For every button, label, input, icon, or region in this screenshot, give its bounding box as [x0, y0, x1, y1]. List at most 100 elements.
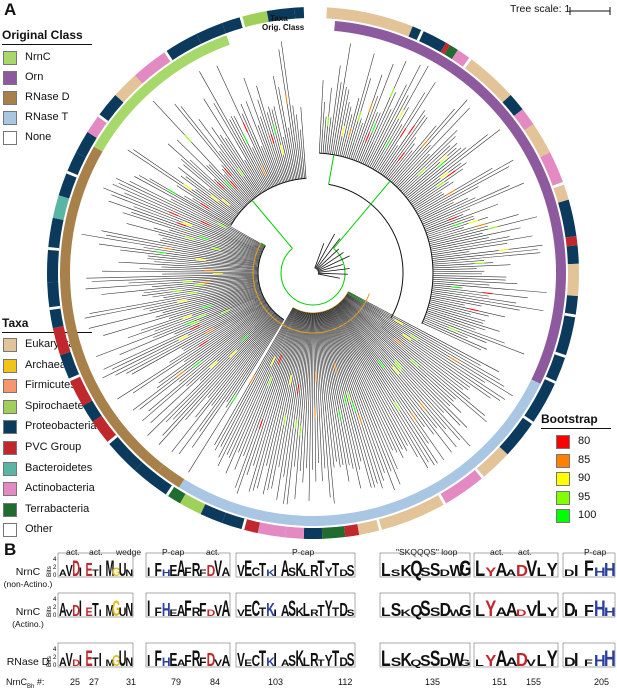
logo-letter: G: [459, 603, 471, 620]
logo-letter: S: [347, 609, 355, 618]
branch: [375, 156, 383, 170]
branch-tip: [82, 234, 173, 249]
logo-letter: S: [391, 655, 402, 669]
taxa-segment: [344, 524, 359, 537]
branch-tip: [244, 78, 264, 135]
position-135: 135: [425, 677, 440, 687]
bootstrap-branch: [201, 203, 209, 208]
branch-tip: [323, 102, 325, 129]
branch-tip: [325, 117, 326, 130]
bootstrap-branch: [342, 126, 344, 136]
logo-letter: S: [288, 565, 296, 579]
bootstrap-branch: [268, 377, 272, 386]
branch-tip: [212, 127, 231, 155]
branch-tip: [383, 124, 402, 156]
branch-tip: [492, 236, 533, 243]
bootstrap-branch: [176, 371, 184, 377]
bits-axis-label: Bits: [46, 655, 53, 667]
bootstrap-branch: [197, 314, 206, 318]
bits-axis-tick: 4: [53, 647, 57, 653]
bootstrap-branch: [190, 325, 199, 329]
branch: [321, 129, 323, 154]
branch: [422, 323, 446, 334]
logo-letter: I: [274, 563, 277, 580]
logo-letter: S: [288, 653, 296, 670]
bits-axis-tick: 4: [53, 557, 57, 563]
logo-letter: I: [99, 650, 102, 671]
logo-letter: H: [604, 648, 616, 672]
logo-letter: I: [147, 596, 150, 621]
bootstrap-branch: [232, 395, 237, 403]
bootstrap-branch: [179, 335, 188, 339]
taxa-segment: [565, 295, 578, 314]
branch: [175, 272, 258, 273]
branch: [433, 264, 475, 266]
branch-tip: [389, 389, 438, 464]
branch-tip: [420, 344, 505, 400]
logo-letter: E: [169, 562, 177, 580]
backbone-arc: [281, 248, 345, 305]
branch-tip: [151, 361, 218, 423]
bootstrap-branch: [300, 426, 301, 436]
branch-tip: [173, 351, 239, 420]
branch-tip: [465, 185, 510, 205]
branch-tip: [445, 209, 470, 219]
logo-letter: L: [381, 559, 391, 581]
logo-letter: L: [381, 605, 391, 619]
taxa-segment: [47, 250, 59, 282]
branch-tip: [458, 276, 507, 277]
phylogenetic-tree: [0, 0, 617, 540]
bootstrap-branch: [440, 156, 448, 163]
bootstrap-branch: [201, 221, 210, 225]
branch: [397, 173, 411, 187]
logo-letter: F: [584, 558, 594, 582]
position-79: 79: [171, 677, 181, 687]
branch-tip: [385, 345, 467, 427]
bootstrap-branch: [450, 357, 459, 362]
bootstrap-branch: [468, 220, 478, 223]
branch: [200, 173, 242, 210]
backbone-branch: [329, 155, 334, 185]
branch-tip: [346, 107, 351, 131]
branch-tip: [102, 271, 174, 272]
position-31: 31: [126, 677, 136, 687]
center-branch: [318, 273, 348, 274]
bootstrap-branch: [185, 135, 192, 142]
branch: [433, 267, 458, 268]
bootstrap-branch: [261, 166, 265, 175]
branch-tip: [468, 279, 506, 280]
branch-tip: [458, 233, 483, 239]
branch-tip: [463, 317, 484, 323]
branch-tip: [246, 101, 265, 150]
bootstrap-branch: [394, 402, 399, 410]
bootstrap-branch: [390, 88, 394, 97]
branch-tip: [178, 167, 220, 200]
taxa-ring-label: Taxa: [270, 14, 288, 23]
branch-tip: [163, 238, 197, 246]
bootstrap-branch: [344, 395, 346, 405]
branch-tip: [329, 117, 331, 135]
logo-letter: V: [526, 658, 536, 668]
branch-tip: [392, 340, 487, 421]
branch: [432, 285, 451, 287]
branch-tip: [129, 280, 192, 283]
position-27: 27: [89, 677, 99, 687]
logo-letter: L: [475, 603, 485, 619]
taxa-segment: [47, 282, 60, 310]
branch-tip: [433, 192, 442, 197]
branch-tip: [293, 105, 298, 144]
branch: [338, 136, 342, 156]
branch-tip: [348, 430, 361, 489]
bootstrap-branch: [163, 248, 173, 250]
position-205: 205: [594, 677, 609, 687]
branch-tip: [140, 269, 214, 271]
taxa-segment: [48, 218, 64, 251]
logo-letter: F: [199, 601, 206, 621]
logo-letter: F: [184, 565, 191, 579]
branch: [429, 303, 447, 308]
logo-letter: F: [199, 655, 206, 669]
branch-tip: [258, 100, 269, 136]
branch-tip: [492, 228, 520, 234]
logo-letter: S: [430, 605, 441, 619]
